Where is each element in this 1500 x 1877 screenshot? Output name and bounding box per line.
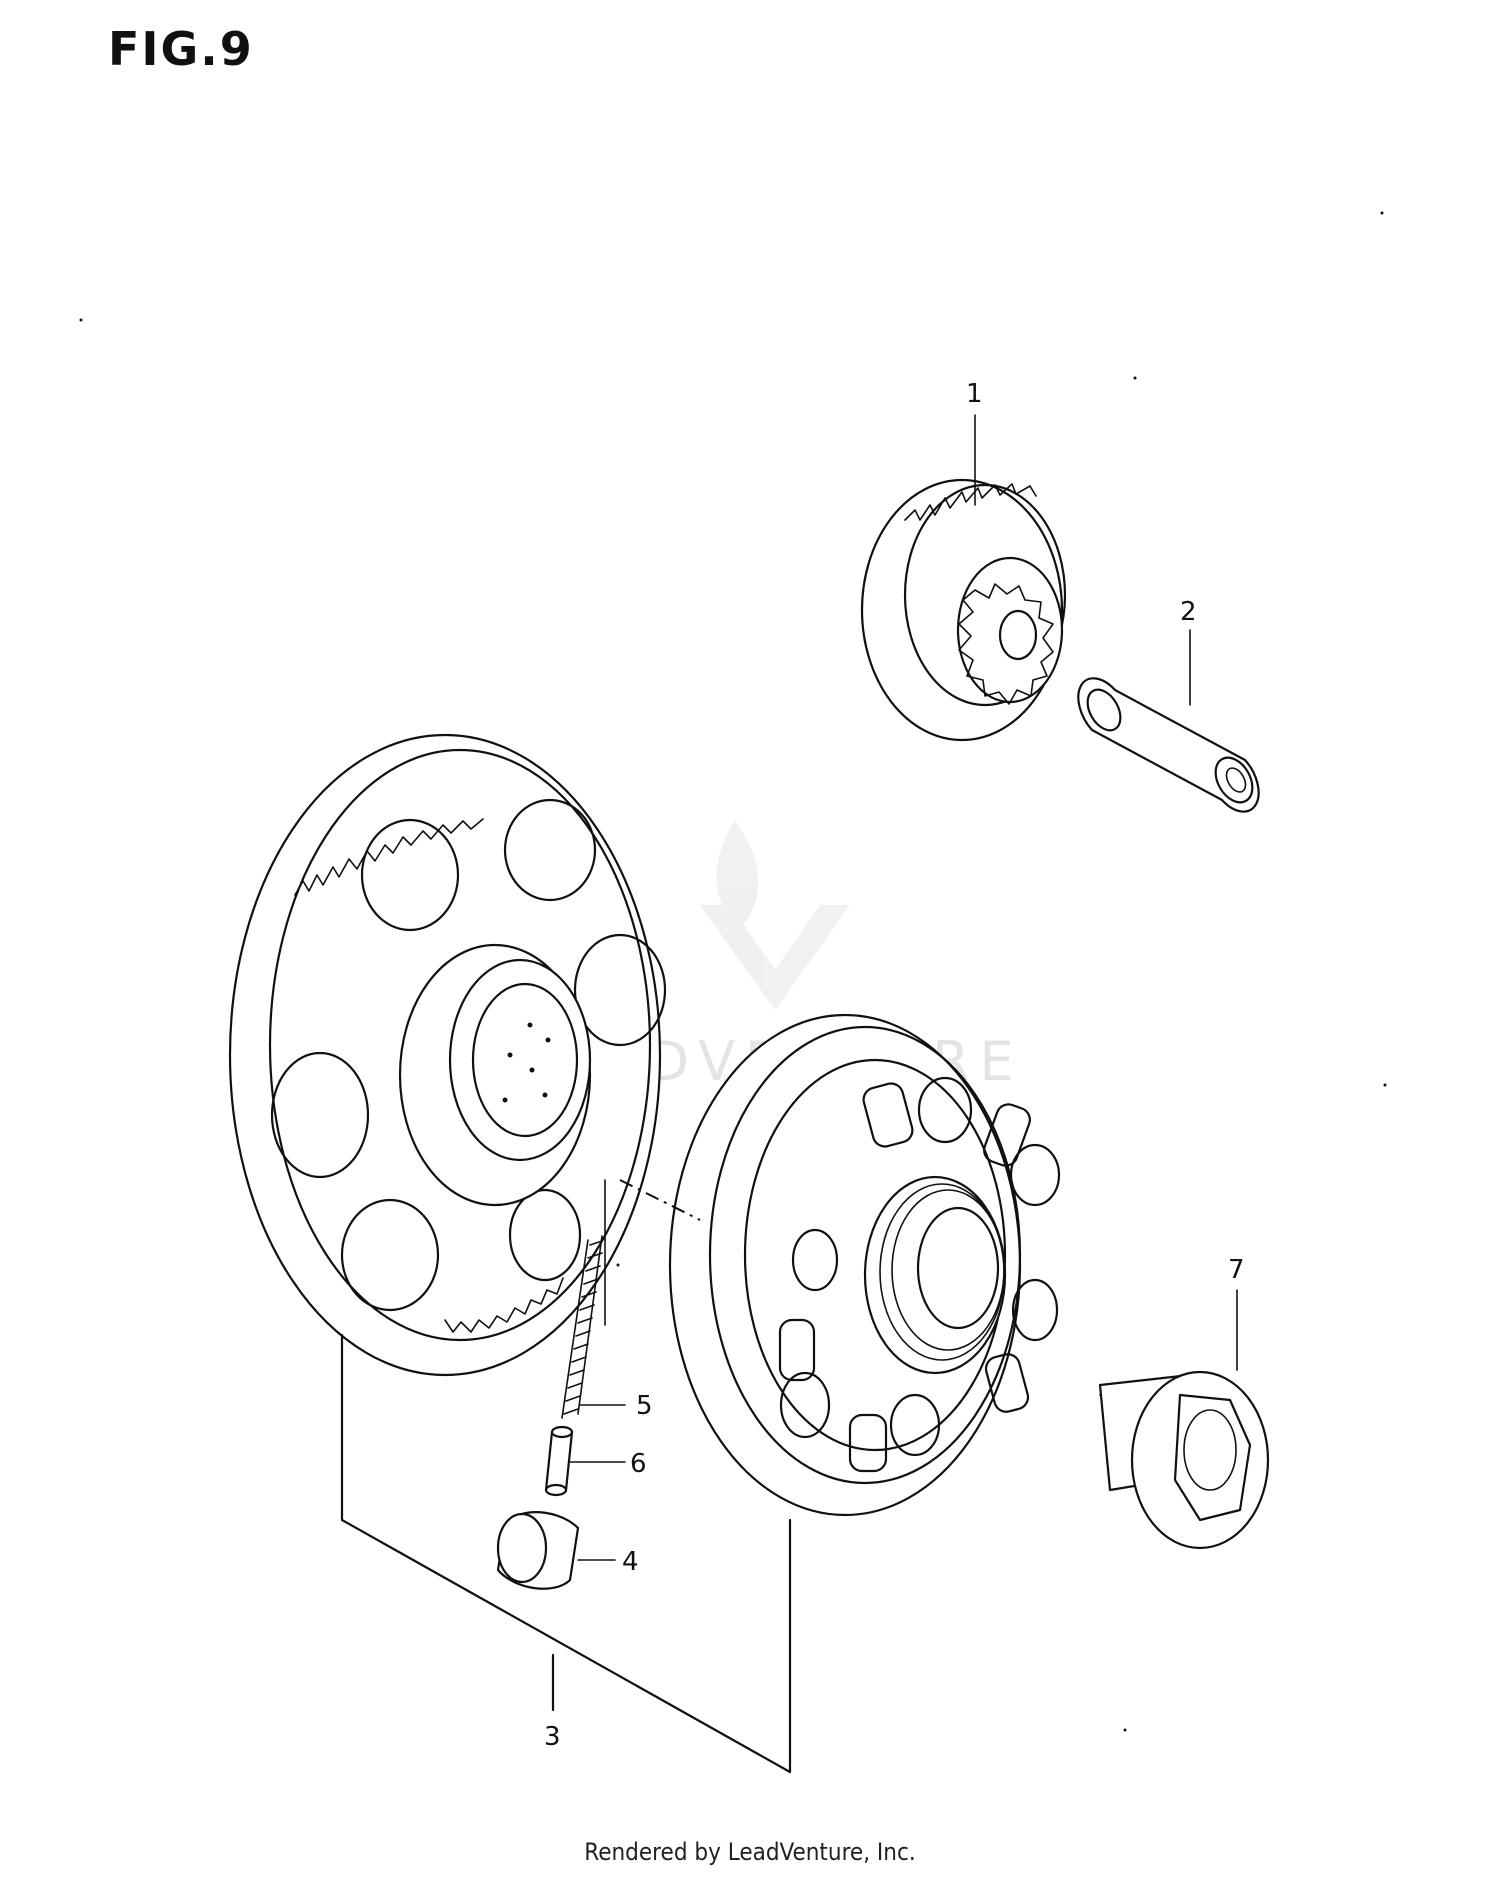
callout-3: 3 xyxy=(544,1722,561,1752)
part-2-shaft xyxy=(1077,677,1260,813)
callout-5: 5 xyxy=(636,1391,653,1421)
part-3-clutch-body xyxy=(668,1013,1061,1517)
part-7-flange-bolt xyxy=(1098,1370,1270,1550)
gear-lightening-holes xyxy=(270,798,667,1312)
callout-6: 6 xyxy=(630,1449,647,1479)
callout-4: 4 xyxy=(622,1547,639,1577)
assembly-3-bracket xyxy=(340,1179,792,1774)
callout-2: 2 xyxy=(1180,597,1197,627)
pinion-gear xyxy=(956,556,1064,705)
callout-7: 7 xyxy=(1228,1255,1245,1285)
leader-lines xyxy=(569,414,1238,1561)
figure-title: FIG.9 xyxy=(108,22,254,76)
callout-labels: 1 2 3 4 5 6 7 xyxy=(544,379,1245,1752)
clutch-roller-pockets xyxy=(778,1076,1061,1473)
scan-specks xyxy=(79,211,1387,1732)
clutch-threaded-boss xyxy=(863,1175,1007,1375)
watermark-logo xyxy=(700,820,850,1010)
callout-1: 1 xyxy=(966,379,983,409)
part-5-spring xyxy=(561,1235,603,1419)
gear-hub xyxy=(398,943,592,1207)
part-4-roller xyxy=(496,1511,580,1590)
footer-credit: Rendered by LeadVenture, Inc. xyxy=(584,1838,916,1866)
part-1-double-gear xyxy=(860,478,1067,742)
part-3-large-gear xyxy=(228,733,667,1377)
part-6-plunger xyxy=(544,1425,574,1497)
